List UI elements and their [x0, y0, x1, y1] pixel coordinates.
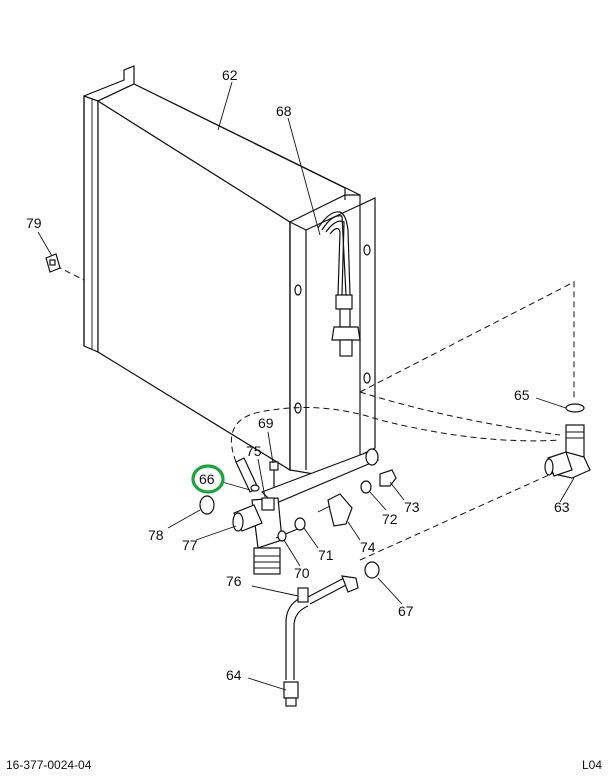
sender-unit	[235, 457, 279, 493]
label-65[interactable]: 65	[514, 387, 530, 403]
drain-tube	[283, 575, 359, 707]
label-63[interactable]: 63	[554, 499, 570, 515]
highlight-ring	[191, 464, 225, 494]
o-ring-78	[199, 495, 215, 515]
radiator-core	[83, 65, 361, 472]
temperature-sensor	[317, 211, 361, 357]
drawing-number: 16-377-0024-04	[6, 758, 92, 772]
label-71[interactable]: 71	[318, 547, 334, 563]
label-66[interactable]: 66	[199, 471, 215, 487]
sheet-code: L04	[581, 758, 602, 772]
label-64[interactable]: 64	[226, 667, 242, 683]
leader-lines	[37, 81, 575, 691]
label-76[interactable]: 76	[226, 573, 242, 589]
label-77[interactable]: 77	[182, 537, 198, 553]
manifold-assembly	[232, 448, 397, 575]
label-62[interactable]: 62	[222, 67, 238, 83]
label-70[interactable]: 70	[294, 565, 310, 581]
tee-fitting	[544, 403, 591, 479]
o-ring-67	[364, 561, 380, 579]
label-72[interactable]: 72	[382, 511, 398, 527]
label-67[interactable]: 67	[398, 603, 414, 619]
label-69[interactable]: 69	[258, 415, 274, 431]
label-79[interactable]: 79	[26, 215, 42, 231]
label-78[interactable]: 78	[148, 527, 164, 543]
small-bracket	[45, 253, 61, 273]
label-74[interactable]: 74	[360, 539, 376, 555]
label-73[interactable]: 73	[404, 499, 420, 515]
label-68[interactable]: 68	[276, 103, 292, 119]
label-75[interactable]: 75	[246, 443, 262, 459]
